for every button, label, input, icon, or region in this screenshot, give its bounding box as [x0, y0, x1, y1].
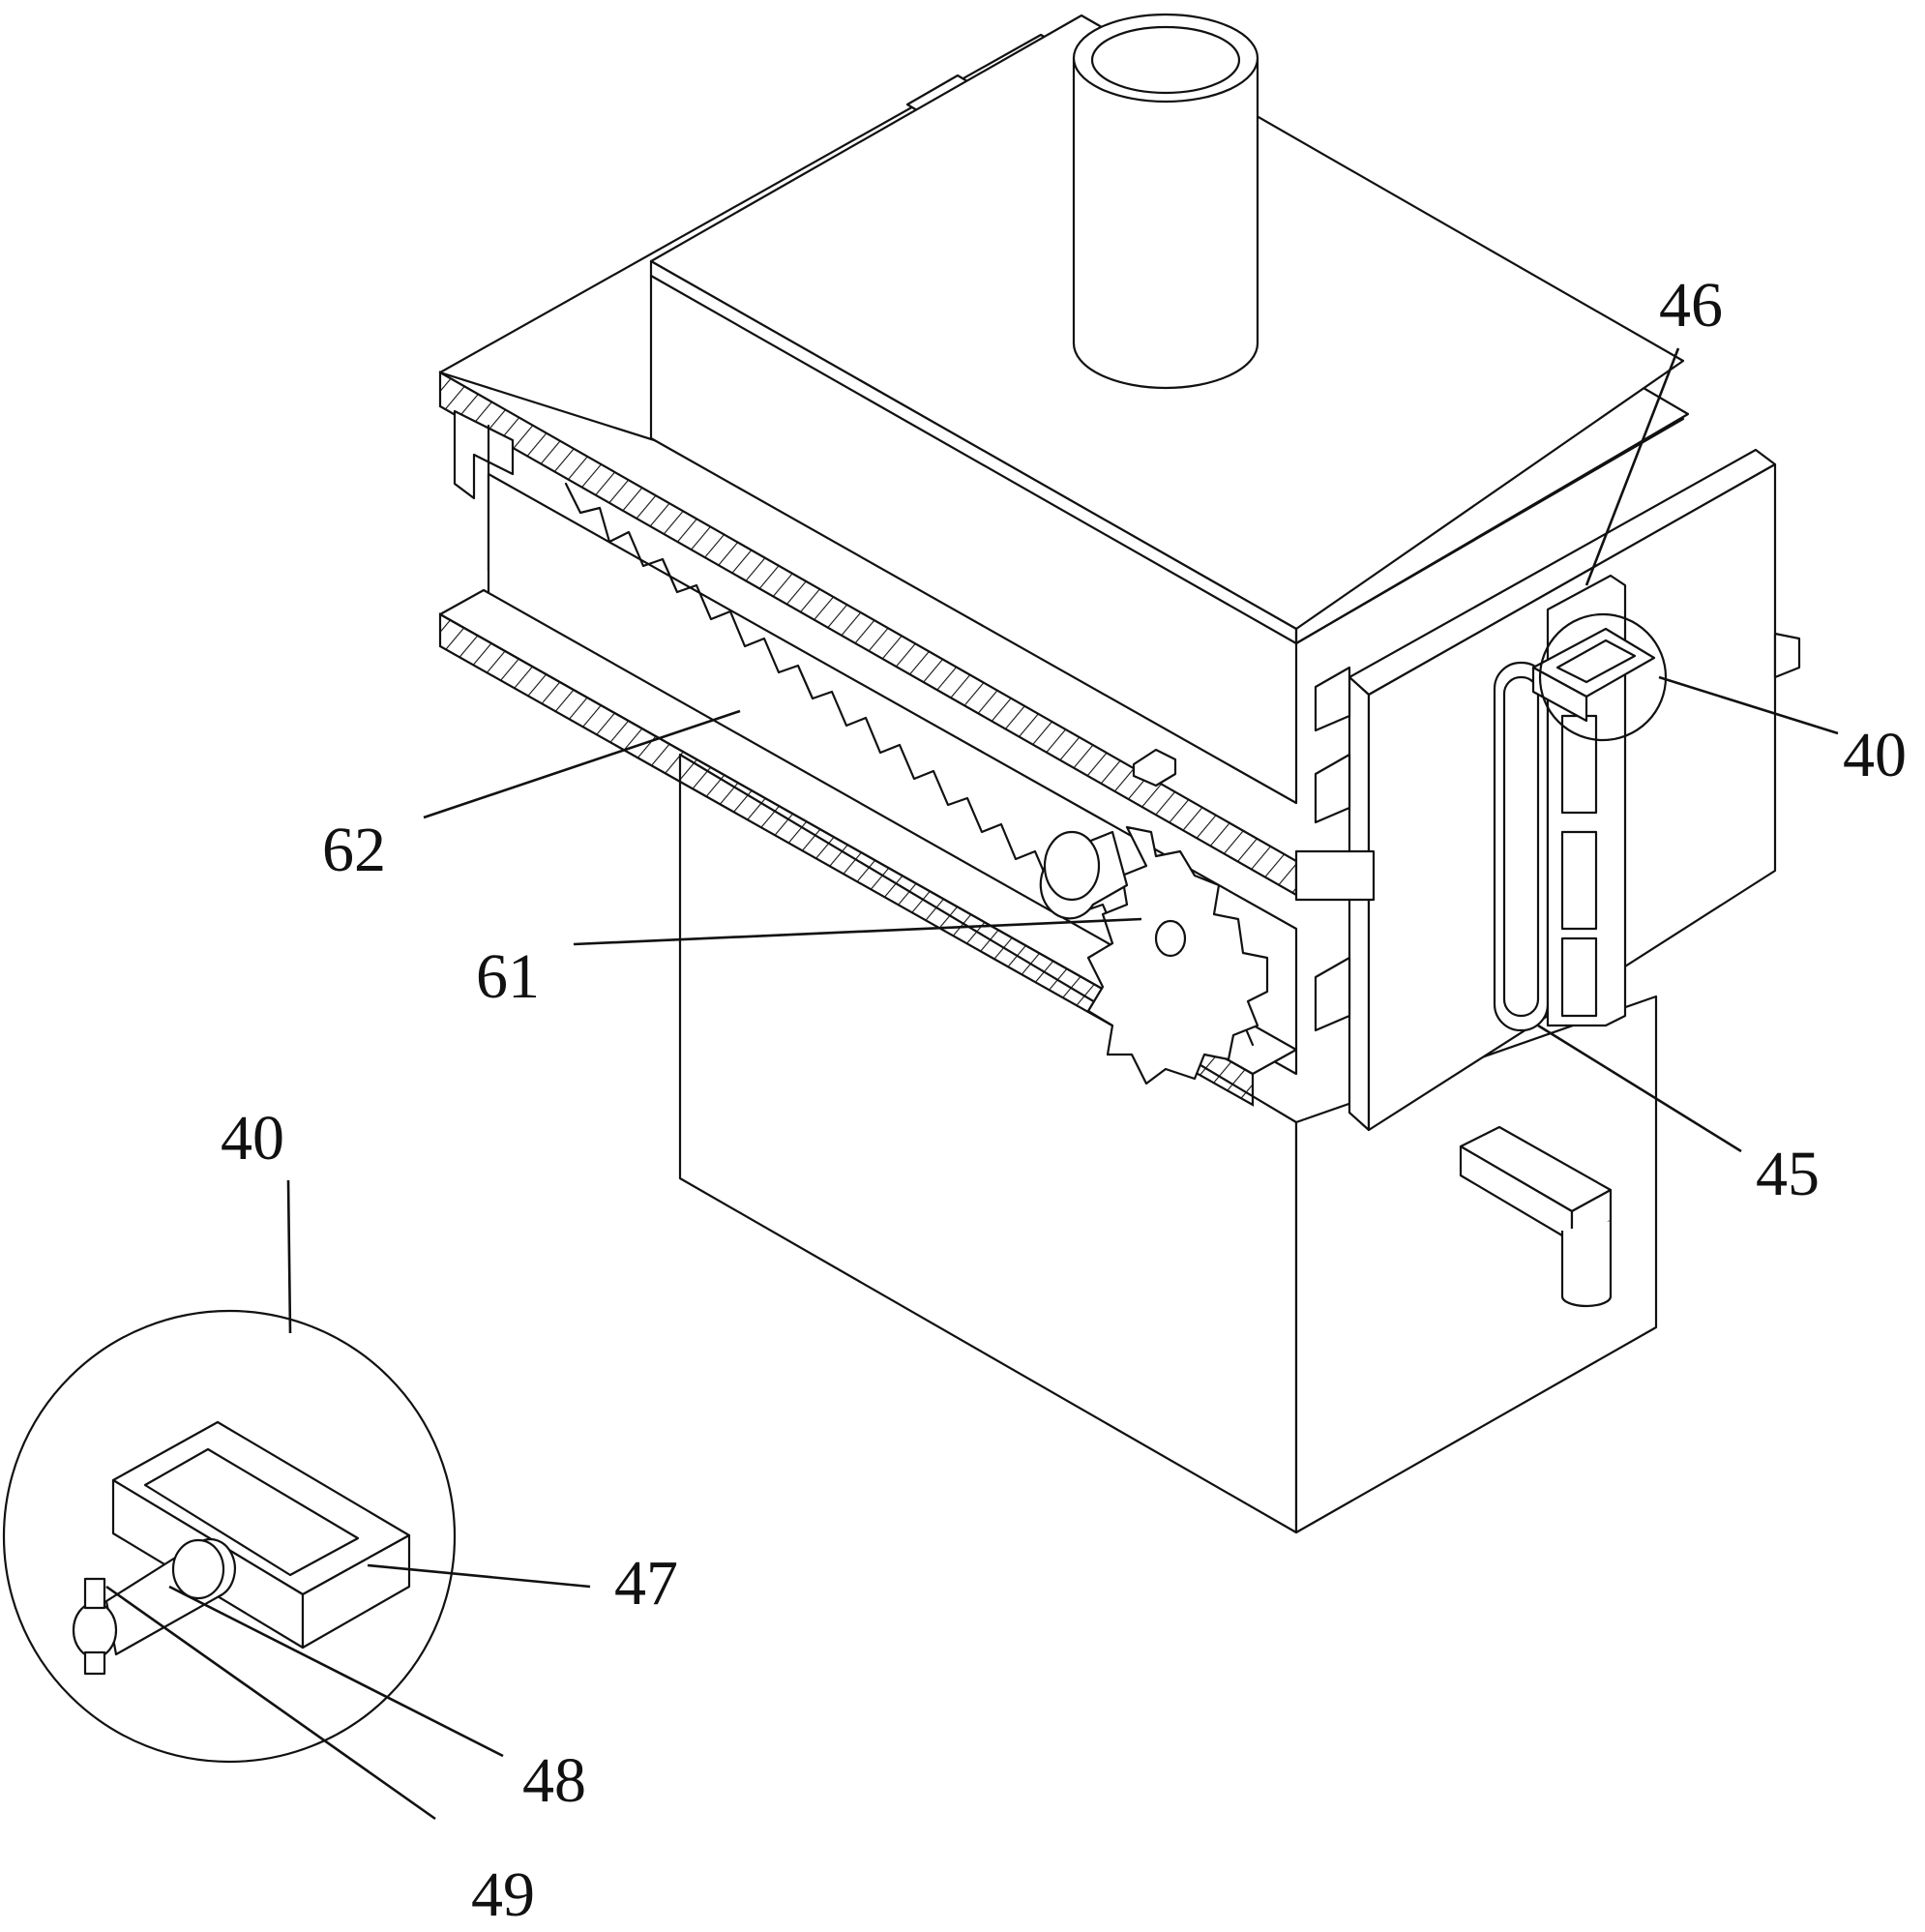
label-46: 46	[1659, 270, 1723, 341]
leader-lines	[105, 347, 1839, 1821]
reference-labels: 46 40 62 61 45 40 47 48 49	[221, 270, 1907, 1930]
gear	[1039, 748, 1269, 1085]
pipe	[1072, 13, 1259, 390]
side-door	[1348, 675, 1371, 1132]
housing-lower-side	[1294, 995, 1658, 1534]
detail-callout-circle	[1538, 612, 1668, 742]
label-49: 49	[471, 1859, 535, 1930]
label-61: 61	[476, 941, 540, 1012]
detail-circle	[2, 1309, 457, 1764]
label-40-detail: 40	[221, 1103, 284, 1174]
detail-view-40	[2, 1309, 457, 1764]
handle	[1459, 1125, 1613, 1308]
top-block-front	[649, 259, 1298, 805]
label-45: 45	[1756, 1139, 1820, 1209]
lock-block	[1531, 627, 1656, 723]
label-47: 47	[614, 1548, 678, 1619]
shaft-part-48	[104, 1538, 236, 1656]
label-62: 62	[322, 815, 386, 885]
latch-slot	[1493, 661, 1550, 1032]
key-part-49	[72, 1577, 118, 1676]
housing	[438, 13, 1801, 1534]
connector-stubs	[1294, 666, 1376, 1032]
middle-plate-edge	[438, 612, 1255, 1107]
label-48: 48	[522, 1745, 586, 1816]
left-guide-bracket	[453, 409, 515, 500]
rack-carrier	[487, 472, 1298, 1076]
label-40-main: 40	[1843, 720, 1907, 790]
